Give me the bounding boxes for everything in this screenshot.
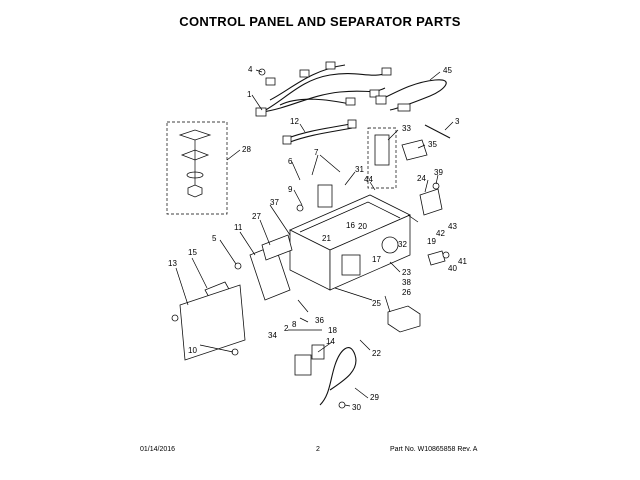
callout-36: 36 [315,316,324,325]
callout-5: 5 [212,234,217,243]
footer-date: 01/14/2016 [140,446,176,453]
callout-34: 34 [268,331,277,340]
callout-30: 30 [352,403,361,412]
callout-3: 3 [455,117,460,126]
callout-35: 35 [428,140,437,149]
callout-33: 33 [402,124,411,133]
callout-4: 4 [248,65,253,74]
callout-8: 8 [292,320,297,329]
callout-45: 45 [443,66,452,75]
callout-20: 20 [358,222,367,231]
callout-labels: 4 1 45 3 12 33 28 6 7 35 9 31 44 24 39 3… [168,65,467,412]
callout-21: 21 [322,234,331,243]
footer-part-number: Part No. W10865858 Rev. A [390,446,478,453]
callout-24: 24 [417,174,426,183]
callout-41: 41 [458,257,467,266]
callout-7: 7 [314,148,319,157]
leader-lines [175,69,454,407]
callout-39: 39 [434,168,443,177]
callout-10: 10 [188,346,197,355]
callout-17: 17 [372,255,381,264]
callout-15: 15 [188,248,197,257]
callout-23: 23 [402,268,411,277]
control-panel [249,234,293,301]
rod-3 [424,124,451,139]
wire-harness-12 [282,119,357,145]
footer-page-number: 2 [316,446,320,453]
callout-31: 31 [355,165,364,174]
callout-42: 42 [436,229,445,238]
part-26 [387,305,421,333]
callout-11: 11 [234,223,243,232]
callout-14: 14 [326,337,335,346]
callout-27: 27 [252,212,261,221]
callout-37: 37 [270,198,279,207]
wire-harness-45 [375,79,447,112]
valve-14 [294,344,325,376]
wire-harness [255,61,392,117]
callout-28: 28 [242,145,251,154]
callout-16: 16 [346,221,355,230]
callout-18: 18 [328,326,337,335]
panel-13 [179,284,246,361]
callout-22: 22 [372,349,381,358]
callout-29: 29 [370,393,379,402]
callout-1: 1 [247,90,252,99]
callout-2: 2 [284,324,289,333]
separator-housing [289,184,411,291]
callout-44: 44 [364,175,373,184]
bracket-35 [401,139,428,161]
page-title: CONTROL PANEL AND SEPARATOR PARTS [179,14,461,29]
callout-43: 43 [448,222,457,231]
cord-29 [319,347,357,406]
callout-12: 12 [290,117,299,126]
bracket-24 [419,188,443,216]
callout-32: 32 [398,240,407,249]
callout-38: 38 [402,278,411,287]
callout-6: 6 [288,157,293,166]
assembly-28 [166,121,228,215]
callout-25: 25 [372,299,381,308]
bracket-33 [367,127,397,189]
callout-19: 19 [427,237,436,246]
callout-9: 9 [288,185,293,194]
bracket-40 [427,250,446,266]
callout-26: 26 [402,288,411,297]
callout-40: 40 [448,264,457,273]
callout-13: 13 [168,259,177,268]
